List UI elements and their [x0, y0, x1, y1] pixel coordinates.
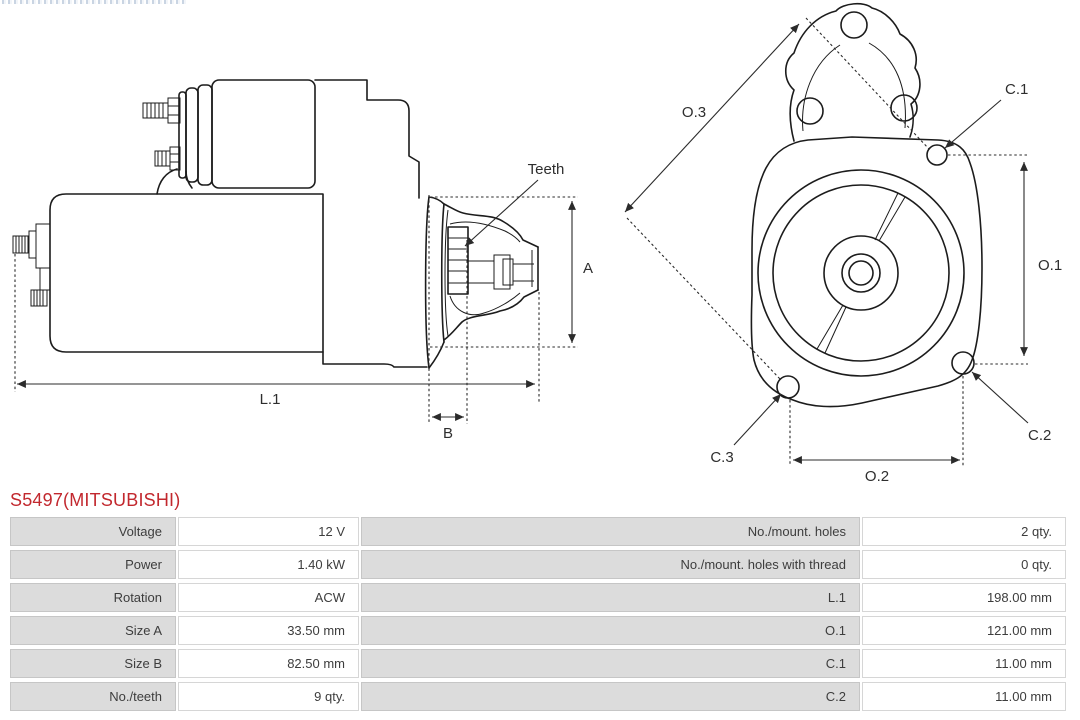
- bell-housing: [443, 203, 539, 341]
- front-view-drawing: [750, 2, 983, 408]
- spec-label-c2: C.2: [361, 682, 860, 711]
- spec-row: No./teeth 9 qty. C.2 11.00 mm: [10, 682, 1066, 711]
- spec-row: Rotation ACW L.1 198.00 mm: [10, 583, 1066, 612]
- crown-left-hole: [796, 97, 824, 125]
- spec-value-mount-holes: 2 qty.: [862, 517, 1066, 546]
- solenoid-cap-ring-3: [178, 91, 187, 179]
- front-plate: [750, 136, 983, 408]
- part-title: S5497(MITSUBISHI): [10, 490, 181, 510]
- dim-label-l1: L.1: [260, 391, 281, 408]
- solenoid-cap-ring-2: [185, 87, 199, 183]
- spec-label-voltage: Voltage: [10, 517, 176, 546]
- spec-value-size-a: 33.50 mm: [178, 616, 359, 645]
- crown-bracket: [784, 2, 921, 142]
- dim-label-o2: O.2: [865, 468, 889, 485]
- spec-value-size-b: 82.50 mm: [178, 649, 359, 678]
- spec-label-mount-holes-thread: No./mount. holes with thread: [361, 550, 860, 579]
- housing-circles: [757, 169, 965, 377]
- drive-bracket-bottom: [322, 351, 428, 368]
- spec-label-c1: C.1: [361, 649, 860, 678]
- spec-row: Size A 33.50 mm O.1 121.00 mm: [10, 616, 1066, 645]
- motor-yoke: [49, 193, 324, 353]
- spec-label-o1: O.1: [361, 616, 860, 645]
- dim-label-o3: O.3: [682, 104, 706, 121]
- spec-row: Power 1.40 kW No./mount. holes with thre…: [10, 550, 1066, 579]
- drive-bracket-top: [314, 79, 420, 199]
- dim-label-teeth: Teeth: [528, 161, 565, 178]
- mount-hole-c2: [951, 351, 975, 375]
- spec-label-rotation: Rotation: [10, 583, 176, 612]
- crown-top-hole: [840, 11, 868, 39]
- spec-value-voltage: 12 V: [178, 517, 359, 546]
- spec-label-size-b: Size B: [10, 649, 176, 678]
- dim-label-o1: O.1: [1038, 257, 1062, 274]
- solenoid-body: [211, 79, 316, 189]
- yoke-terminal-studs: [12, 223, 51, 307]
- spec-value-l1: 198.00 mm: [862, 583, 1066, 612]
- spec-label-mount-holes: No./mount. holes: [361, 517, 860, 546]
- mount-hole-c3: [776, 375, 800, 399]
- front-view-dimensions: O.3 C.1 O.1 C.2 C.3 O.2: [624, 17, 1062, 485]
- spec-value-c1: 11.00 mm: [862, 649, 1066, 678]
- dim-label-c2: C.2: [1028, 427, 1051, 444]
- solenoid-cap-ring-1: [197, 84, 213, 186]
- watermark-strip: [2, 0, 188, 4]
- dim-label-b: B: [443, 425, 453, 442]
- pinion-gear: [447, 226, 534, 295]
- spec-value-power: 1.40 kW: [178, 550, 359, 579]
- mount-hole-c1: [926, 144, 948, 166]
- technical-drawing: A L.1 B Teeth: [12, 2, 1062, 485]
- spec-label-teeth-count: No./teeth: [10, 682, 176, 711]
- spec-value-o1: 121.00 mm: [862, 616, 1066, 645]
- side-view-dimensions: A L.1 B Teeth: [14, 161, 593, 442]
- dim-label-c1: C.1: [1005, 81, 1028, 98]
- spec-row: Size B 82.50 mm C.1 11.00 mm: [10, 649, 1066, 678]
- dim-label-c3: C.3: [710, 449, 733, 466]
- spec-label-size-a: Size A: [10, 616, 176, 645]
- spec-label-l1: L.1: [361, 583, 860, 612]
- casting-foot: [156, 168, 193, 195]
- side-view-drawing: [12, 79, 539, 369]
- specs-table: Voltage 12 V No./mount. holes 2 qty. Pow…: [10, 517, 1066, 715]
- dim-label-a: A: [583, 260, 593, 277]
- mounting-flange: [424, 196, 445, 369]
- solenoid-terminal-studs: [142, 97, 181, 171]
- spec-row: Voltage 12 V No./mount. holes 2 qty.: [10, 517, 1066, 546]
- spec-value-mount-holes-thread: 0 qty.: [862, 550, 1066, 579]
- spec-value-rotation: ACW: [178, 583, 359, 612]
- spec-label-power: Power: [10, 550, 176, 579]
- spec-value-c2: 11.00 mm: [862, 682, 1066, 711]
- spec-value-teeth-count: 9 qty.: [178, 682, 359, 711]
